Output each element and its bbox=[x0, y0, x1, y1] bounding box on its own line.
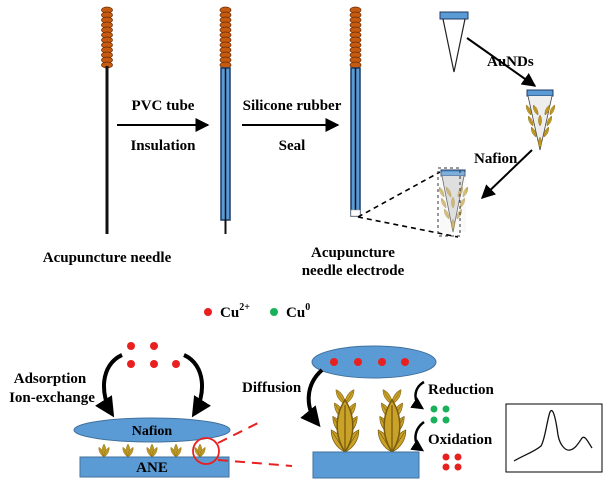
zoom-lines-bottom bbox=[217, 420, 293, 467]
caption-electrode-line2: needle electrode bbox=[302, 263, 405, 279]
legend-cu2-dot bbox=[204, 308, 212, 316]
step3-label: AuNDs bbox=[487, 54, 534, 70]
caption-needle: Acupuncture needle bbox=[43, 250, 172, 266]
aunds-large bbox=[327, 387, 410, 455]
caption-electrode-line1: Acupuncture bbox=[311, 245, 395, 261]
legend-cu0-label: Cu0 bbox=[286, 302, 310, 321]
arrow-adsorption-right bbox=[183, 353, 211, 418]
tip-bare bbox=[439, 11, 469, 73]
ane-substrate bbox=[79, 456, 230, 478]
tip-aunds-nafion bbox=[437, 169, 470, 233]
zoom-circle bbox=[192, 437, 220, 465]
step1-line2: Insulation bbox=[130, 138, 196, 154]
arrow-step4 bbox=[480, 149, 533, 199]
cu2-ions-free bbox=[127, 342, 180, 368]
aunds-small bbox=[97, 443, 207, 458]
redox-panel: Diffusion Reduction Oxidation bbox=[242, 345, 494, 479]
arrow-adsorption-left bbox=[95, 353, 123, 418]
legend-cu0-dot bbox=[270, 308, 278, 316]
step1-line1: PVC tube bbox=[132, 98, 195, 114]
legend-cu2-label: Cu2+ bbox=[220, 302, 250, 321]
insulated-needle bbox=[219, 6, 232, 234]
oxidation-label: Oxidation bbox=[428, 432, 493, 448]
step2-line2: Seal bbox=[279, 138, 306, 154]
bare-needle bbox=[101, 6, 113, 234]
step2-line1: Silicone rubber bbox=[243, 98, 342, 114]
needle-handle-coil bbox=[219, 6, 232, 69]
arrow-step3 bbox=[466, 37, 537, 87]
step4-label: Nafion bbox=[474, 151, 518, 167]
sealed-electrode bbox=[349, 6, 362, 217]
ion-exchange-label: Ion-exchange bbox=[9, 390, 95, 406]
needle-handle-coil bbox=[349, 6, 362, 69]
arrow-reduction bbox=[410, 380, 425, 410]
nafion-label: Nafion bbox=[132, 424, 173, 439]
silicone-seal bbox=[350, 209, 361, 217]
signal-curve bbox=[513, 410, 593, 462]
nafion-layer-zoom bbox=[311, 345, 437, 379]
tip-aunds bbox=[524, 89, 557, 151]
nafion-layer bbox=[73, 417, 231, 443]
adsorption-panel: Adsorption Ion-exchange Nafion ANE bbox=[9, 342, 231, 478]
stripping-signal bbox=[505, 403, 603, 473]
adsorption-label: Adsorption bbox=[14, 371, 87, 387]
zoom-lines-top bbox=[357, 171, 459, 238]
ane-label: ANE bbox=[136, 460, 168, 476]
legend: Cu2+ Cu0 bbox=[204, 302, 310, 321]
zoom-box-top bbox=[437, 167, 461, 237]
needle-handle-coil bbox=[101, 6, 113, 69]
arrow-diffusion bbox=[300, 368, 324, 428]
diffusion-label: Diffusion bbox=[242, 380, 302, 396]
electrode-surface-zoom bbox=[312, 451, 420, 479]
reduction-label: Reduction bbox=[428, 382, 494, 398]
arrow-oxidation bbox=[410, 420, 425, 452]
